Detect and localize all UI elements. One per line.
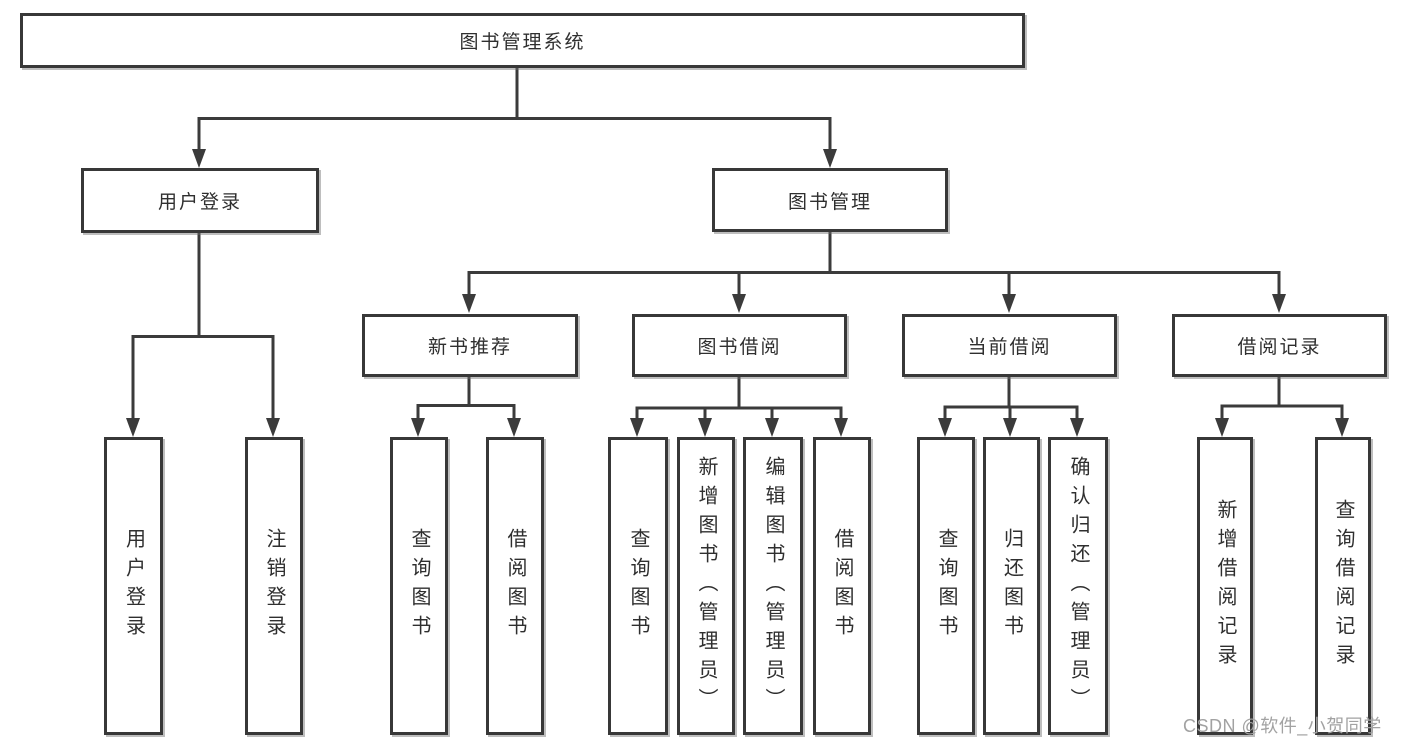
node-label: 图书借阅 xyxy=(697,337,782,358)
leaf-recommend-borrow-books: 借阅图书 xyxy=(486,437,544,735)
leaf-logout-login: 注销登录 xyxy=(245,437,303,735)
node-book-management: 图书管理 xyxy=(712,168,948,232)
node-label: 确认归还（管理员） xyxy=(1067,455,1089,717)
connector-lines-path xyxy=(131,68,1344,421)
node-label: 用户登录 xyxy=(157,192,242,213)
leaf-current-query-books: 查询图书 xyxy=(917,437,975,735)
node-label: 注销登录 xyxy=(263,528,285,644)
node-label: 新增图书（管理员） xyxy=(695,455,717,717)
node-borrowing-records: 借阅记录 xyxy=(1172,314,1387,377)
node-label: 新书推荐 xyxy=(427,337,512,358)
node-root-library-management-system: 图书管理系统 xyxy=(20,13,1025,68)
node-label: 新增借阅记录 xyxy=(1214,499,1236,673)
leaf-records-query-borrow-record: 查询借阅记录 xyxy=(1315,437,1371,735)
leaf-borrowing-edit-books-admin: 编辑图书（管理员） xyxy=(743,437,803,735)
csdn-watermark: CSDN @软件_小贺同学 xyxy=(1183,716,1382,736)
leaf-borrowing-add-books-admin: 新增图书（管理员） xyxy=(677,437,735,735)
leaf-borrowing-query-books: 查询图书 xyxy=(608,437,668,735)
node-label: 图书管理系统 xyxy=(459,32,586,53)
node-book-borrowing: 图书借阅 xyxy=(632,314,847,377)
node-label: 查询图书 xyxy=(627,528,649,644)
node-user-login: 用户登录 xyxy=(81,168,319,233)
node-label: 借阅记录 xyxy=(1237,337,1322,358)
leaf-current-confirm-return-admin: 确认归还（管理员） xyxy=(1048,437,1108,735)
node-label: 查询图书 xyxy=(935,528,957,644)
node-label: 借阅图书 xyxy=(504,528,526,644)
node-label: 图书管理 xyxy=(787,191,872,213)
node-label: 当前借阅 xyxy=(967,337,1052,358)
leaf-current-return-books: 归还图书 xyxy=(983,437,1040,735)
leaf-borrowing-borrow-books: 借阅图书 xyxy=(813,437,871,735)
leaf-user-login: 用户登录 xyxy=(104,437,163,735)
node-label: 编辑图书（管理员） xyxy=(762,455,784,717)
leaf-records-add-borrow-record: 新增借阅记录 xyxy=(1197,437,1253,735)
node-label: 借阅图书 xyxy=(831,528,853,644)
leaf-recommend-query-books: 查询图书 xyxy=(390,437,448,735)
node-new-book-recommendation: 新书推荐 xyxy=(362,314,578,377)
node-current-borrowing: 当前借阅 xyxy=(902,314,1117,377)
node-label: 归还图书 xyxy=(1000,528,1023,644)
node-label: 查询借阅记录 xyxy=(1332,499,1354,673)
node-label: 用户登录 xyxy=(122,528,145,644)
node-label: 查询图书 xyxy=(408,528,430,644)
